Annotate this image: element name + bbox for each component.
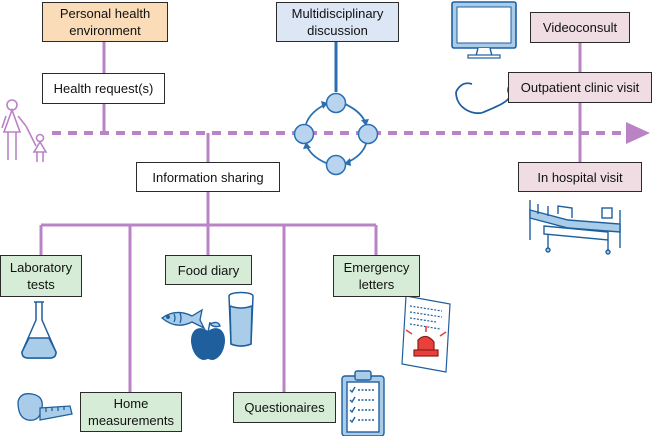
loop-node-right	[357, 123, 379, 145]
emergency-letters-box: Emergency letters	[333, 255, 420, 297]
apple-icon	[191, 321, 225, 360]
videoconsult-box: Videoconsult	[530, 12, 630, 43]
hospital-bed-icon	[529, 200, 621, 255]
tape-measure-icon	[17, 393, 73, 421]
multidisciplinary-discussion-box: Multidisciplinary discussion	[276, 2, 399, 42]
information-sharing-box: Information sharing	[136, 162, 280, 192]
timeline-arrowhead	[626, 122, 650, 144]
in-hospital-visit-box: In hospital visit	[518, 162, 642, 192]
emergency-letter-icon	[401, 295, 451, 373]
clipboard-icon	[341, 370, 385, 436]
parent-child-icon	[1, 99, 48, 162]
health-requests-box: Health request(s)	[42, 73, 165, 104]
loop-node-top	[325, 92, 347, 114]
home-measurements-box: Home measurements	[80, 392, 182, 432]
discussion-loop	[293, 92, 379, 176]
outpatient-clinic-visit-box: Outpatient clinic visit	[508, 72, 652, 103]
laboratory-tests-box: Laboratory tests	[0, 255, 82, 297]
fish-icon	[160, 308, 206, 330]
glass-icon	[228, 291, 254, 347]
loop-node-bottom	[325, 154, 347, 176]
loop-node-left	[293, 123, 315, 145]
food-diary-box: Food diary	[165, 255, 252, 285]
questionaires-box: Questionaires	[233, 392, 336, 423]
flask-icon	[21, 301, 57, 359]
personal-health-environment-box: Personal health environment	[42, 2, 168, 42]
monitor-icon	[451, 1, 517, 59]
